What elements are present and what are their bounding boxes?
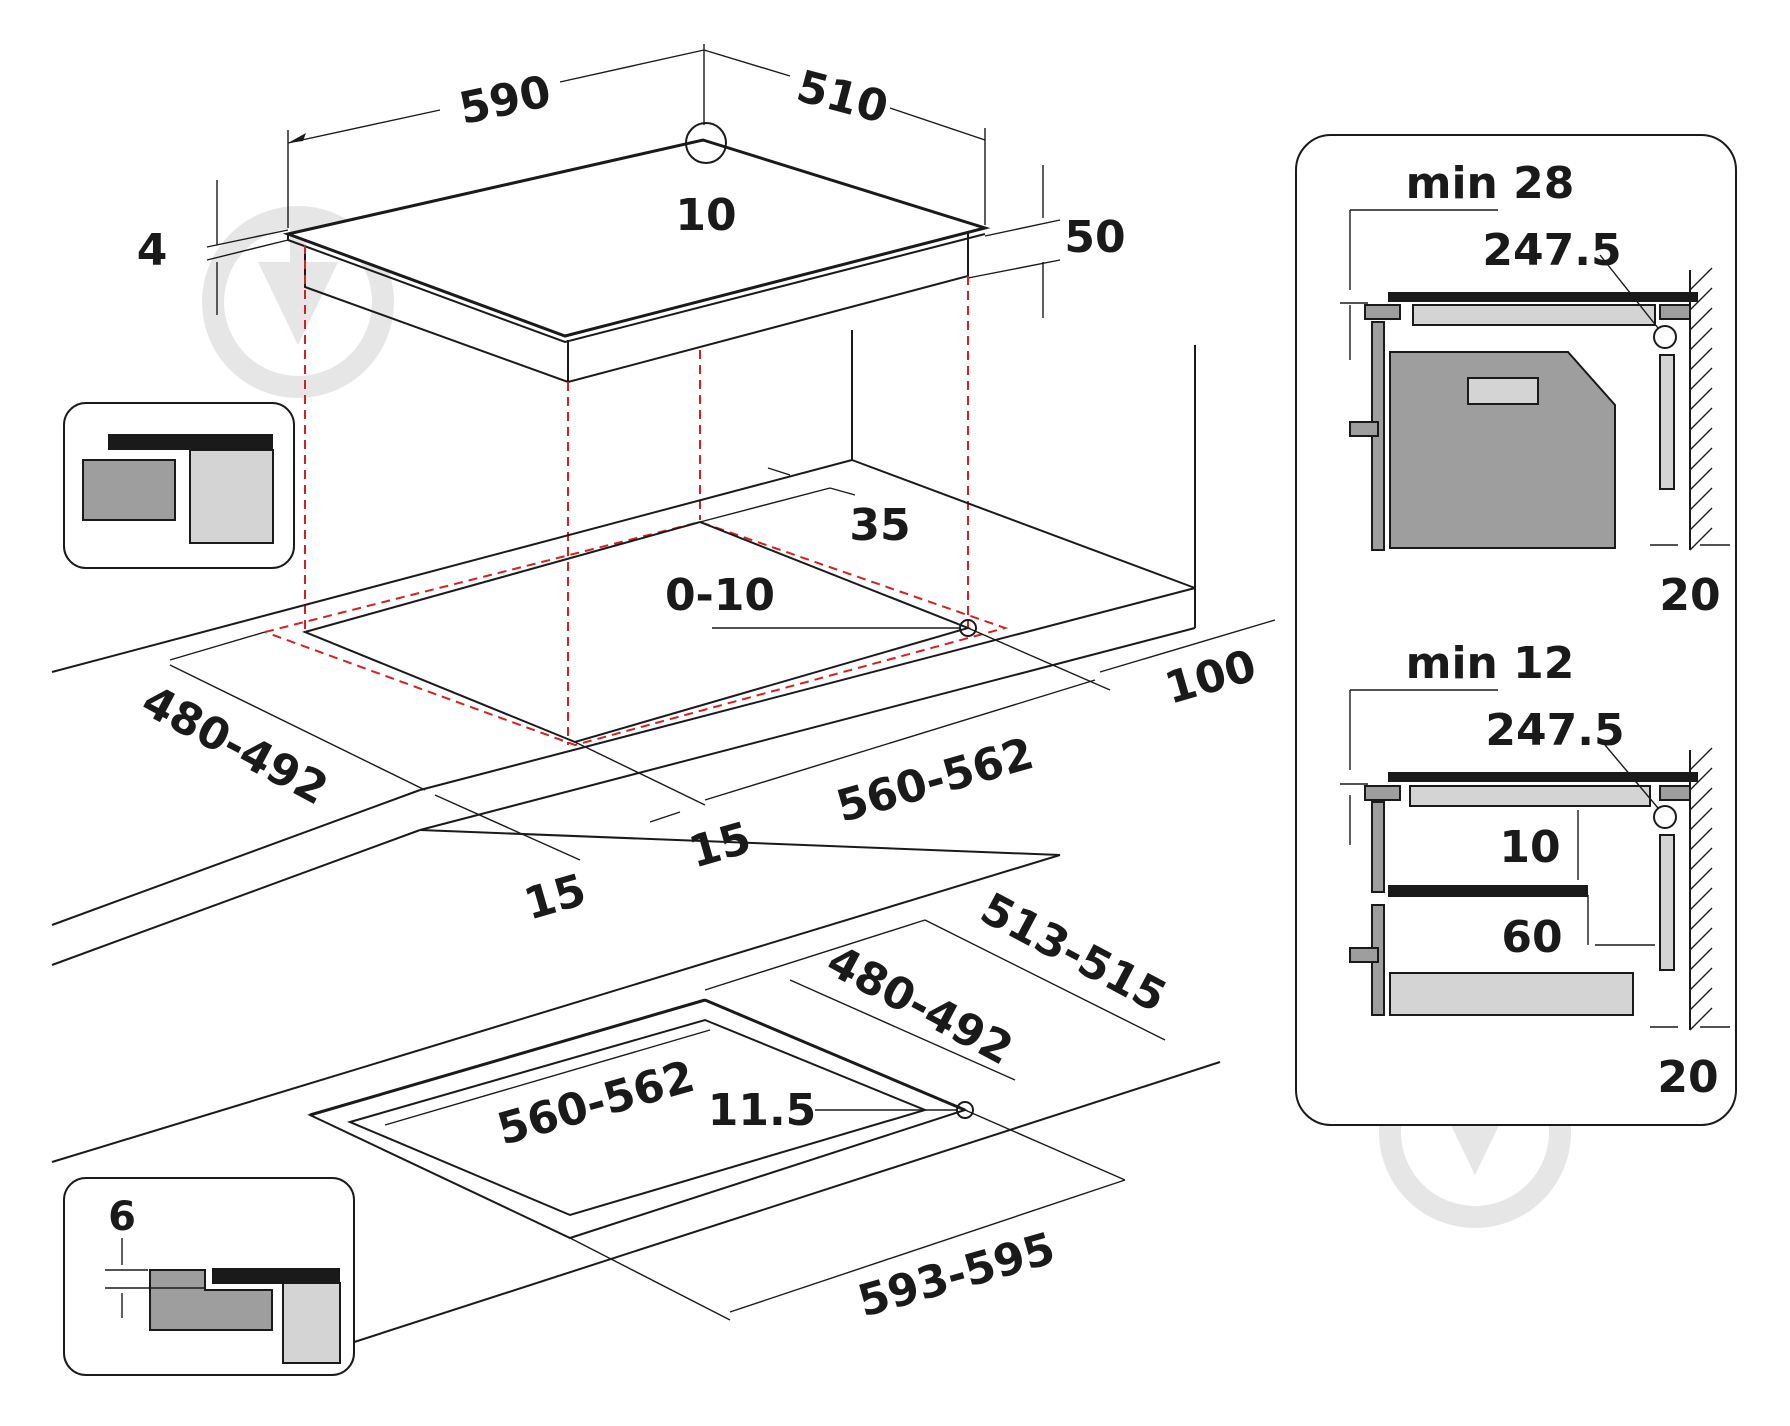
cutout-dimension-lines <box>169 467 1276 861</box>
glass-thickness-label: 4 <box>137 225 168 276</box>
side-margin-right-label: 15 <box>684 813 757 879</box>
hob-depth-label: 510 <box>791 61 893 134</box>
standard-mount-detail <box>63 402 295 569</box>
hob-dimension-lines <box>206 44 1061 318</box>
flush-mount-detail <box>63 1177 355 1376</box>
side-view-panel: min 28 247.5 20 <box>1295 134 1737 1126</box>
watermark-icon-left <box>202 206 394 398</box>
rear-gap-bottom-label: 60 <box>1501 912 1562 963</box>
flush-step-label: 6 <box>108 1194 136 1240</box>
flush-cutout-drawing <box>51 854 1221 1346</box>
front-margin-label: 100 <box>1160 640 1262 714</box>
flush-dimension-lines <box>384 919 1166 1321</box>
hob-drawing <box>282 122 991 384</box>
side-margin-left-label: 15 <box>519 865 592 931</box>
cutout-width-label: 560-562 <box>831 728 1039 833</box>
wall-gap-top-label: 20 <box>1659 570 1720 621</box>
hob-width-label: 590 <box>455 66 555 135</box>
projection-lines <box>264 245 1009 747</box>
hob-corner-radius-label: 10 <box>675 190 736 241</box>
hob-height-label: 50 <box>1064 212 1125 263</box>
wall-gap-bottom-label: 20 <box>1657 1052 1718 1103</box>
radius-top-label: 247.5 <box>1482 225 1621 276</box>
min-clearance-top-label: min 28 <box>1406 158 1575 209</box>
inner-depth-label: 480-492 <box>819 936 1021 1076</box>
flush-corner-radius-label: 11.5 <box>708 1085 817 1136</box>
outer-width-label: 593-595 <box>852 1223 1060 1328</box>
radius-bottom-label: 247.5 <box>1485 705 1624 756</box>
side-view-top <box>1340 209 1730 551</box>
corner-radius-circle <box>685 122 727 164</box>
side-view-bottom <box>1340 689 1730 1031</box>
rear-gap-label: 35 <box>849 500 910 551</box>
corner-tolerance-label: 0-10 <box>665 570 775 621</box>
shelf-gap-label: 10 <box>1499 822 1560 873</box>
outer-depth-label: 513-515 <box>972 883 1174 1023</box>
min-clearance-bottom-label: min 12 <box>1406 638 1575 689</box>
